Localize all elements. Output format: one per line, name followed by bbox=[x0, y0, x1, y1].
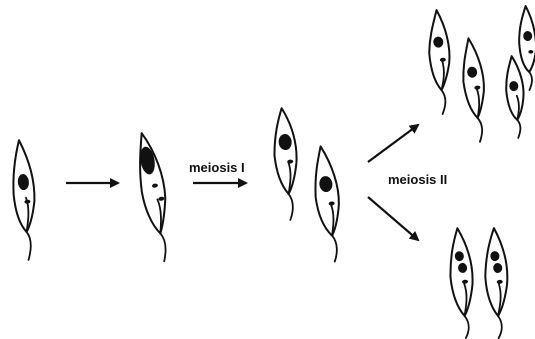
arrow-meiosis-2-down bbox=[368, 197, 418, 240]
nucleus bbox=[509, 81, 519, 92]
label-meiosis-1: meiosis I bbox=[189, 160, 245, 175]
cell-initial bbox=[8, 139, 41, 261]
small-dot bbox=[528, 50, 533, 54]
nucleus bbox=[523, 31, 533, 42]
cell-upper-1 bbox=[426, 9, 455, 114]
small-dot bbox=[328, 201, 334, 206]
cell-upper-4 bbox=[517, 6, 535, 91]
small-dot bbox=[474, 85, 480, 90]
arrow-meiosis-2-up bbox=[368, 125, 418, 162]
nucleus bbox=[278, 133, 293, 150]
small-dot bbox=[158, 196, 165, 201]
cell-enlarged-nucleus bbox=[132, 131, 177, 263]
cell-meiosis1-a bbox=[270, 107, 304, 221]
nucleus bbox=[454, 251, 464, 262]
small-dot bbox=[440, 58, 446, 63]
small-dot bbox=[152, 183, 159, 188]
label-meiosis-2: meiosis II bbox=[388, 172, 447, 187]
nucleus bbox=[466, 66, 477, 78]
nucleus bbox=[493, 263, 503, 274]
small-dot bbox=[24, 199, 30, 204]
nucleus bbox=[17, 174, 30, 191]
cell-meiosis1-b bbox=[309, 145, 348, 263]
nucleus bbox=[433, 36, 444, 48]
small-dot bbox=[462, 279, 468, 284]
cell-lower-2 bbox=[482, 227, 512, 338]
cell-upper-2 bbox=[458, 37, 492, 143]
nucleus bbox=[458, 262, 468, 273]
cell-lower-1 bbox=[445, 227, 479, 339]
cell-upper-3 bbox=[503, 55, 529, 138]
nucleus bbox=[318, 175, 333, 193]
nucleus bbox=[490, 251, 500, 262]
small-dot bbox=[497, 280, 503, 284]
